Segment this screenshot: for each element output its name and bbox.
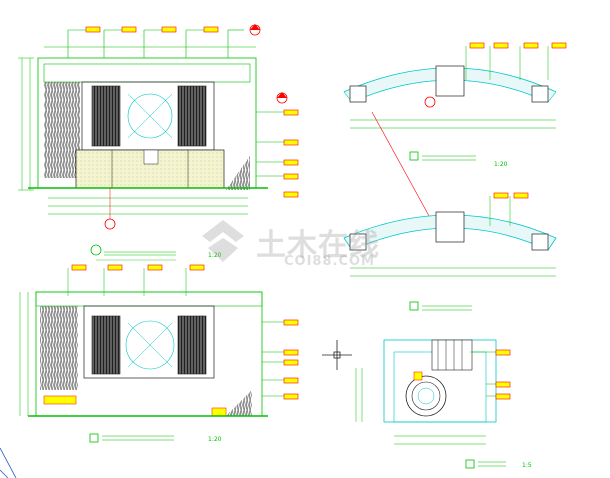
plan-arc-1	[343, 42, 567, 161]
crosshair-icon[interactable]	[322, 340, 352, 370]
elevation-1	[18, 24, 299, 261]
scale-label-1: 1:20	[208, 252, 222, 259]
scale-label-2: 1:20	[494, 161, 508, 168]
elevation-2	[19, 264, 299, 443]
detail-section	[355, 339, 511, 469]
ucs-icon	[0, 447, 17, 478]
scale-label-3: 1:20	[208, 436, 222, 443]
plan-arc-2	[343, 192, 557, 311]
section-guide-line	[371, 111, 441, 237]
scale-label-4: 1:5	[522, 462, 532, 469]
